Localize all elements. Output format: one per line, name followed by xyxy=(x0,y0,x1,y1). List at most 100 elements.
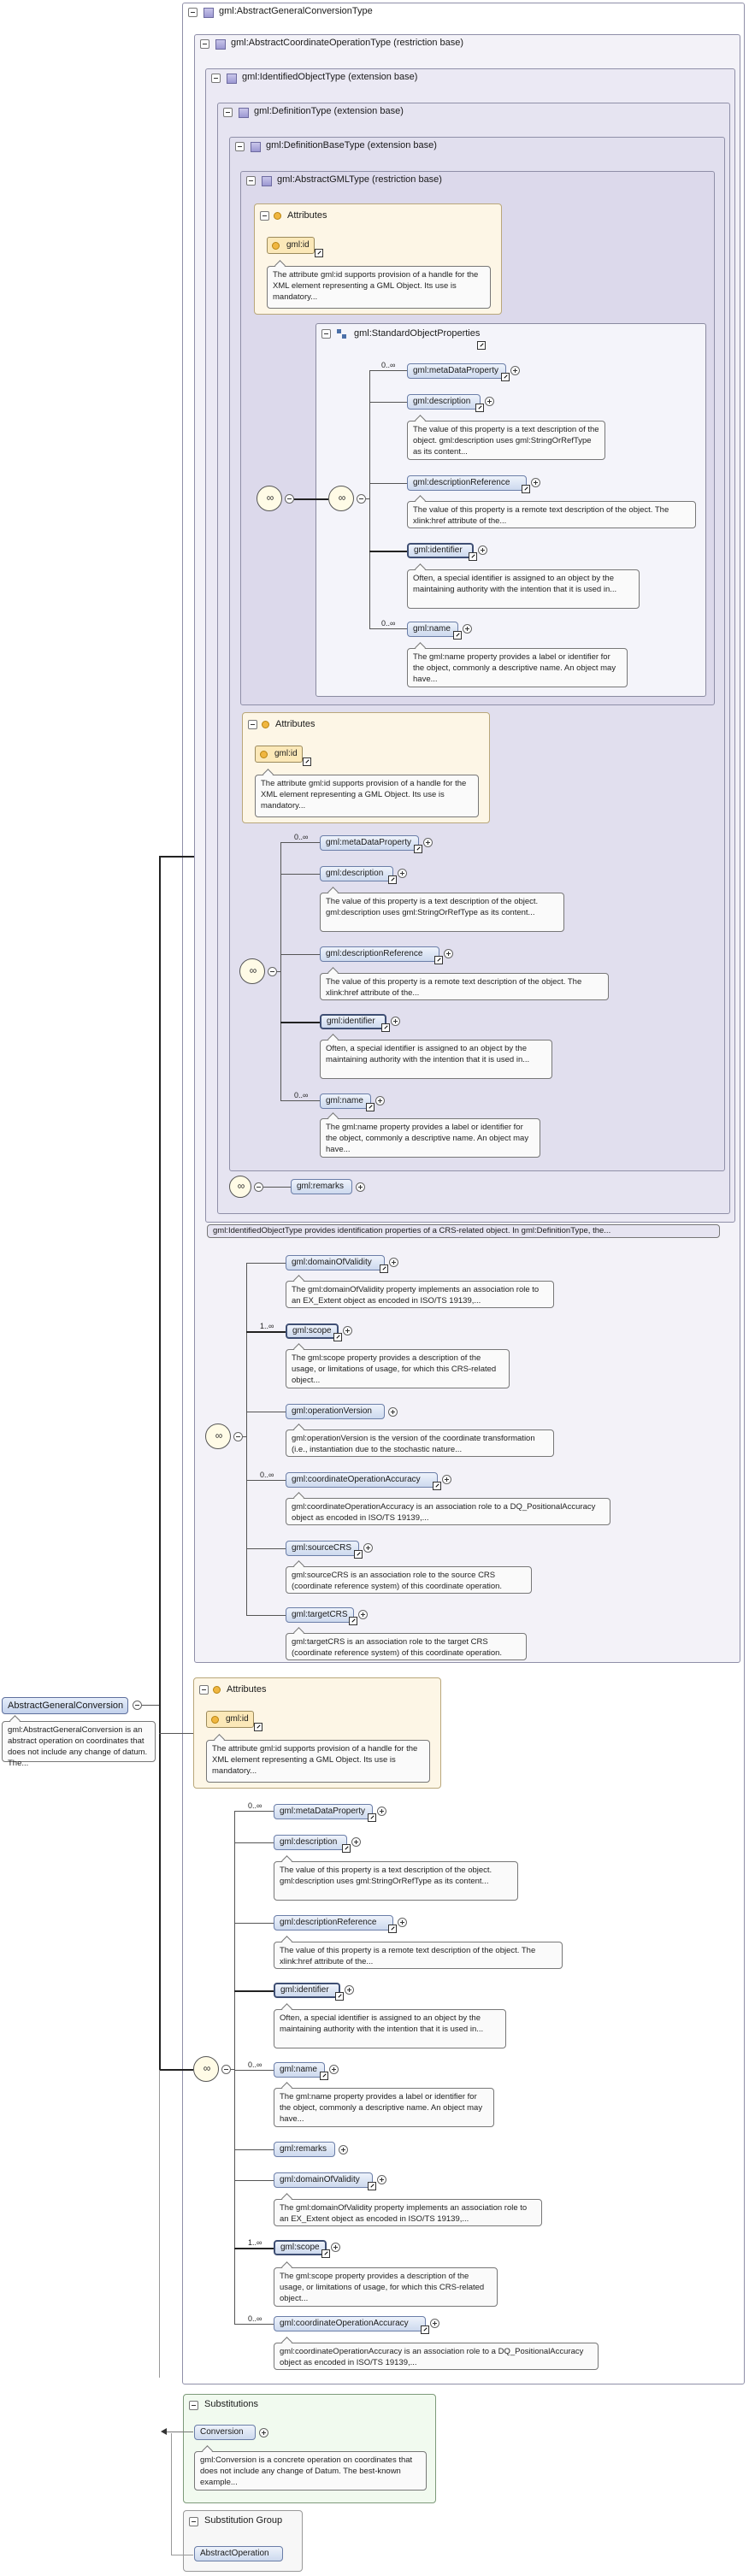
element-description[interactable]: gml:description xyxy=(320,866,393,881)
expand-toggle[interactable] xyxy=(478,545,487,555)
attribute-gml-id[interactable]: gml:id xyxy=(255,746,303,763)
collapse-toggle[interactable] xyxy=(246,176,256,186)
element-identifier[interactable]: gml:identifier xyxy=(274,1983,340,1998)
link-arrow-icon[interactable] xyxy=(434,956,443,964)
collapse-toggle[interactable] xyxy=(248,720,257,729)
expand-toggle[interactable] xyxy=(377,1807,386,1816)
expand-toggle[interactable] xyxy=(345,1985,354,1995)
collapse-toggle[interactable] xyxy=(221,2065,231,2074)
element-description[interactable]: gml:description xyxy=(274,1835,347,1850)
element-target-crs[interactable]: gml:targetCRS xyxy=(286,1607,354,1623)
link-arrow-icon[interactable] xyxy=(475,404,484,412)
element-scope[interactable]: gml:scope xyxy=(286,1323,339,1339)
expand-toggle[interactable] xyxy=(259,2428,268,2437)
element-domain-of-validity[interactable]: gml:domainOfValidity xyxy=(286,1255,385,1270)
link-arrow-icon[interactable] xyxy=(333,1333,342,1341)
element-scope[interactable]: gml:scope xyxy=(274,2240,327,2255)
element-metadata-property[interactable]: gml:metaDataProperty xyxy=(320,835,419,851)
collapse-toggle[interactable] xyxy=(211,74,221,83)
expand-toggle[interactable] xyxy=(331,2243,340,2252)
link-arrow-icon[interactable] xyxy=(501,373,510,381)
collapse-toggle[interactable] xyxy=(189,2401,198,2410)
expand-toggle[interactable] xyxy=(375,1096,385,1105)
link-arrow-icon[interactable] xyxy=(381,1023,390,1032)
collapse-toggle[interactable] xyxy=(200,39,209,49)
expand-toggle[interactable] xyxy=(531,478,540,487)
expand-toggle[interactable] xyxy=(351,1837,361,1847)
element-name[interactable]: gml:name xyxy=(407,622,458,637)
expand-toggle[interactable] xyxy=(388,1407,398,1417)
collapse-toggle[interactable] xyxy=(133,1701,142,1710)
collapse-toggle[interactable] xyxy=(268,967,277,976)
collapse-toggle[interactable] xyxy=(357,494,366,504)
link-arrow-icon[interactable] xyxy=(368,2182,376,2190)
attribute-gml-id[interactable]: gml:id xyxy=(267,237,315,254)
expand-toggle[interactable] xyxy=(510,366,520,375)
expand-toggle[interactable] xyxy=(391,1017,400,1026)
link-arrow-icon[interactable] xyxy=(522,485,530,493)
expand-toggle[interactable] xyxy=(377,2175,386,2184)
attribute-gml-id[interactable]: gml:id xyxy=(206,1711,254,1728)
expand-toggle[interactable] xyxy=(430,2319,439,2328)
link-arrow-icon[interactable] xyxy=(477,341,486,350)
link-arrow-icon[interactable] xyxy=(321,2249,330,2258)
link-arrow-icon[interactable] xyxy=(315,249,323,257)
substitution-group-abstract-operation[interactable]: AbstractOperation xyxy=(194,2546,283,2561)
collapse-toggle[interactable] xyxy=(233,1432,243,1441)
collapse-toggle[interactable] xyxy=(223,108,233,117)
element-name[interactable]: gml:name xyxy=(274,2062,325,2078)
element-description-reference[interactable]: gml:descriptionReference xyxy=(407,475,527,491)
collapse-toggle[interactable] xyxy=(189,2517,198,2526)
element-source-crs[interactable]: gml:sourceCRS xyxy=(286,1541,359,1556)
expand-toggle[interactable] xyxy=(423,838,433,847)
link-arrow-icon[interactable] xyxy=(342,1844,351,1853)
link-arrow-icon[interactable] xyxy=(380,1264,388,1273)
element-remarks[interactable]: gml:remarks xyxy=(291,1179,352,1194)
link-arrow-icon[interactable] xyxy=(303,757,311,766)
collapse-toggle[interactable] xyxy=(260,211,269,221)
link-arrow-icon[interactable] xyxy=(388,1925,397,1933)
element-identifier[interactable]: gml:identifier xyxy=(407,543,474,558)
element-coordinate-operation-accuracy[interactable]: gml:coordinateOperationAccuracy xyxy=(274,2316,426,2331)
collapse-toggle[interactable] xyxy=(285,494,294,504)
element-remarks[interactable]: gml:remarks xyxy=(274,2142,335,2157)
expand-toggle[interactable] xyxy=(463,624,472,634)
link-arrow-icon[interactable] xyxy=(335,1992,344,2001)
link-arrow-icon[interactable] xyxy=(320,2072,328,2080)
expand-toggle[interactable] xyxy=(329,2065,339,2074)
expand-toggle[interactable] xyxy=(389,1258,398,1267)
element-identifier[interactable]: gml:identifier xyxy=(320,1014,386,1029)
element-metadata-property[interactable]: gml:metaDataProperty xyxy=(274,1804,373,1819)
collapse-toggle[interactable] xyxy=(321,329,331,339)
expand-toggle[interactable] xyxy=(444,949,453,958)
link-arrow-icon[interactable] xyxy=(414,845,422,853)
collapse-toggle[interactable] xyxy=(199,1685,209,1695)
link-arrow-icon[interactable] xyxy=(368,1813,376,1822)
expand-toggle[interactable] xyxy=(358,1610,368,1619)
expand-toggle[interactable] xyxy=(339,2145,348,2155)
root-element[interactable]: AbstractGeneralConversion xyxy=(2,1697,128,1714)
collapse-toggle[interactable] xyxy=(188,8,198,17)
element-coordinate-operation-accuracy[interactable]: gml:coordinateOperationAccuracy xyxy=(286,1472,438,1488)
link-arrow-icon[interactable] xyxy=(388,875,397,884)
collapse-toggle[interactable] xyxy=(235,142,245,151)
element-description-reference[interactable]: gml:descriptionReference xyxy=(320,946,439,962)
expand-toggle[interactable] xyxy=(398,1918,407,1927)
substitution-conversion[interactable]: Conversion xyxy=(194,2425,256,2440)
expand-toggle[interactable] xyxy=(343,1326,352,1335)
link-arrow-icon[interactable] xyxy=(469,552,477,561)
link-arrow-icon[interactable] xyxy=(366,1103,374,1111)
link-arrow-icon[interactable] xyxy=(254,1723,262,1731)
link-arrow-icon[interactable] xyxy=(354,1550,363,1559)
element-domain-of-validity[interactable]: gml:domainOfValidity xyxy=(274,2172,373,2188)
element-description-reference[interactable]: gml:descriptionReference xyxy=(274,1915,393,1931)
expand-toggle[interactable] xyxy=(363,1543,373,1553)
expand-toggle[interactable] xyxy=(485,397,494,406)
link-arrow-icon[interactable] xyxy=(433,1482,441,1490)
element-metadata-property[interactable]: gml:metaDataProperty xyxy=(407,363,506,379)
collapse-toggle[interactable] xyxy=(254,1182,263,1192)
element-description[interactable]: gml:description xyxy=(407,394,481,410)
link-arrow-icon[interactable] xyxy=(421,2325,429,2334)
expand-toggle[interactable] xyxy=(356,1182,365,1192)
element-operation-version[interactable]: gml:operationVersion xyxy=(286,1404,385,1419)
